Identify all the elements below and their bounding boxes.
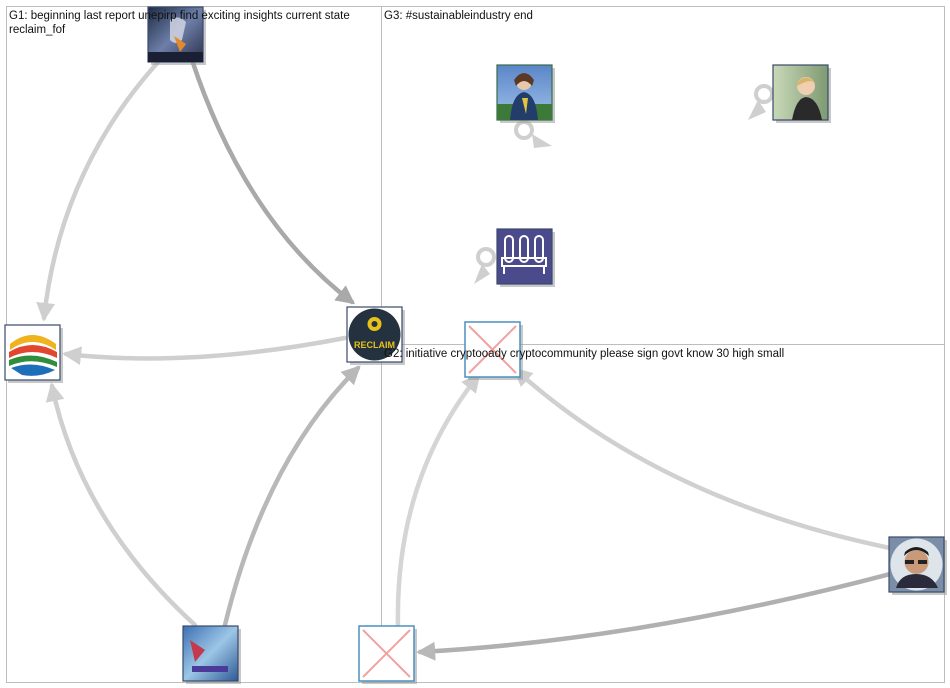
group-label-g2: G2: initiative cryptooady cryptocommunit… <box>384 348 784 360</box>
node-missing-image-2[interactable] <box>359 626 417 684</box>
node-woman-photo[interactable] <box>497 65 555 123</box>
edge-top-photo-to-reclaim <box>192 60 352 302</box>
node-man-photo[interactable] <box>773 65 831 123</box>
node-globe-logo[interactable] <box>5 325 63 383</box>
node-bottom-image[interactable] <box>183 626 241 684</box>
edge-bottom-image-to-globe <box>52 386 195 625</box>
self-loop-woman <box>516 122 552 148</box>
edge-reclaim-to-globe <box>66 338 345 358</box>
self-loop-man <box>748 86 772 120</box>
group-label-g3: G3: #sustainableindustry end <box>384 10 533 22</box>
edge-missing-2-to-missing-1 <box>398 376 478 626</box>
edge-bottom-image-to-reclaim <box>225 368 358 625</box>
edge-man-to-missing-2 <box>420 574 890 652</box>
edge-top-photo-to-globe <box>44 60 160 318</box>
group-label-g1-line2: reclaim_fof <box>9 24 66 36</box>
group-label-g1: G1: beginning last report unepirp find e… <box>9 10 350 22</box>
edge-man-to-missing-1 <box>516 370 890 548</box>
node-man-glasses-photo[interactable] <box>889 537 947 595</box>
group-panel-g3 <box>382 7 945 345</box>
node-testtube-icon[interactable] <box>497 229 555 287</box>
self-loop-testtubes <box>474 249 494 284</box>
